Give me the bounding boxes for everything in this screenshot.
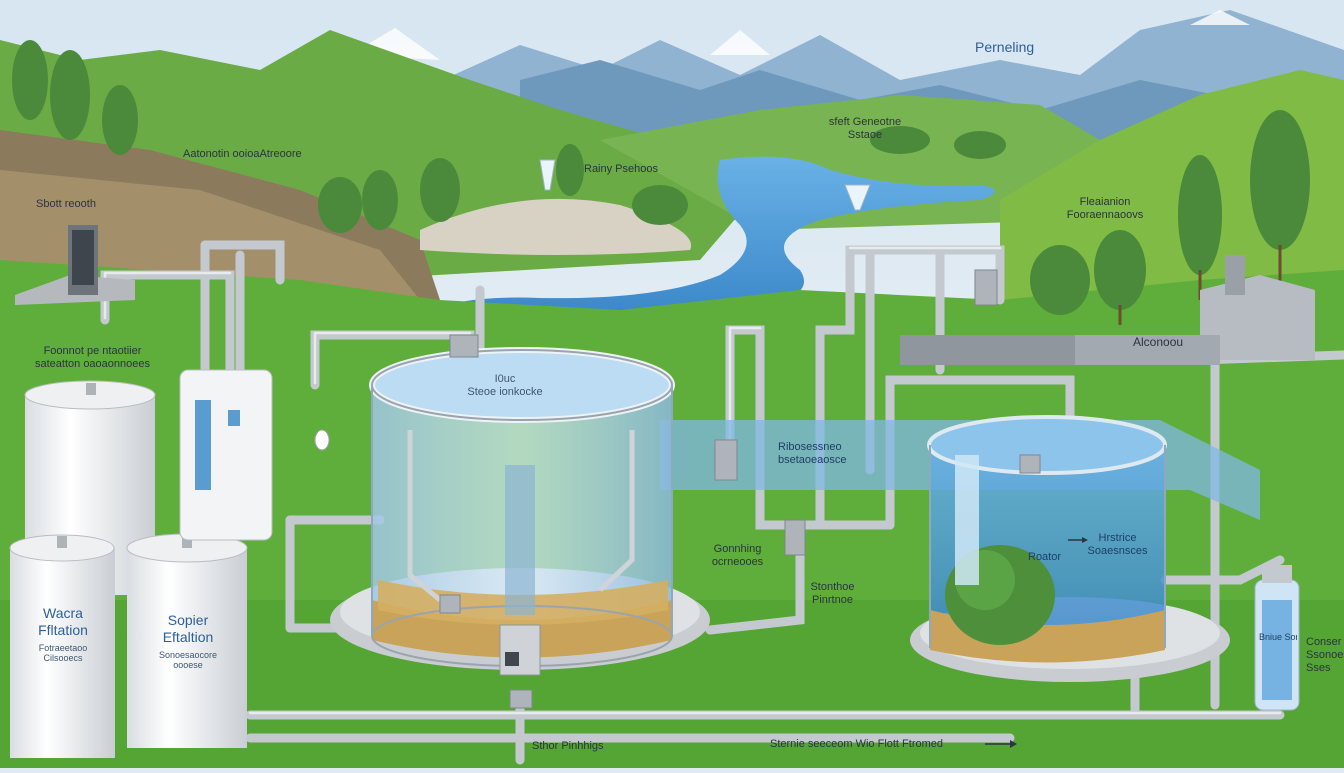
label-hrstrice: Hrstrice Soaesnsces: [1085, 532, 1150, 558]
label-hrstrice-line1: Hrstrice: [1085, 532, 1150, 545]
label-control-line2: sateatton oaoaonnoees: [25, 358, 160, 371]
label-gonnhing: Gonnhing ocrneooes: [700, 543, 775, 569]
tank-left-line1: Wacra: [14, 605, 112, 621]
label-cartridge: Bniue Sorre: [1259, 631, 1297, 644]
label-filtration-line1: Fleaianion: [1060, 196, 1150, 209]
label-aerobic: Aatonotin ooioaAtreoore: [183, 148, 302, 161]
label-steft-line1: sfeft Geneotne: [815, 116, 915, 129]
label-blue-band-line2: bsetaoeaosce: [778, 454, 847, 467]
tank-left-line3: Fotraeetaoo: [14, 643, 112, 653]
dispenser-unit: [180, 370, 272, 540]
label-hrstrice-line2: Soaesnsces: [1085, 545, 1150, 558]
label-alconoou: Alconoou: [1133, 336, 1183, 349]
label-control: Foonnot pe ntaotiier sateatton oaoaonnoe…: [25, 345, 160, 371]
label-blue-band: Ribosessneo bsetaoeaosce: [778, 441, 847, 467]
label-control-line1: Foonnot pe ntaotiier: [25, 345, 160, 358]
label-stonthoe-line2: Pinrtnoe: [800, 594, 865, 607]
label-filtration-line2: Fooraennaoovs: [1060, 209, 1150, 222]
label-steft: sfeft Geneotne Sstaoe: [815, 116, 915, 142]
label-stonthoe-line1: Stonthoe: [800, 581, 865, 594]
label-main-tank-line1: I0uc: [455, 373, 555, 386]
tank-right-line1: Sopier: [132, 612, 244, 628]
label-rodar: Roator: [1028, 551, 1061, 564]
tank-right-line2: Eftaltion: [132, 628, 244, 646]
tank-left-line2: Ffltation: [14, 621, 112, 639]
label-spot-recovery: Sbott reooth: [36, 198, 96, 211]
label-gonnhing-line1: Gonnhing: [700, 543, 775, 556]
label-bottom-right: Sternie seeceom Wio Flott Ftromed: [770, 738, 943, 751]
label-rainy: Rainy Psehoos: [584, 163, 658, 176]
tank-left-line4: Cilsooecs: [14, 653, 112, 663]
tank-left-label: Wacra Ffltation Fotraeetaoo Cilsooecs: [14, 605, 112, 663]
label-gonnhing-line2: ocrneooes: [700, 556, 775, 569]
tank-right-label: Sopier Eftaltion Sonoesaocore oooese: [132, 612, 244, 670]
label-cartridge-right: Conser Ssonoest Sses: [1306, 636, 1344, 675]
label-main-tank: I0uc Steoe ionkocke: [455, 373, 555, 399]
label-steft-line2: Sstaoe: [815, 129, 915, 142]
label-filtration: Fleaianion Fooraennaoovs: [1060, 196, 1150, 222]
label-blue-band-line1: Ribosessneo: [778, 441, 847, 454]
label-stonthoe: Stonthoe Pinrtnoe: [800, 581, 865, 607]
label-bottom-center: Sthor Pinhhigs: [532, 740, 604, 753]
label-cartridge-right-line1: Conser: [1306, 636, 1344, 649]
tank-right-line3: Sonoesaocore: [132, 650, 244, 660]
tank-right-line4: oooese: [132, 660, 244, 670]
diagram-title: Perneling: [975, 41, 1034, 54]
label-main-tank-line2: Steoe ionkocke: [455, 386, 555, 399]
label-cartridge-right-line3: Sses: [1306, 662, 1344, 675]
label-cartridge-right-line2: Ssonoest: [1306, 649, 1344, 662]
